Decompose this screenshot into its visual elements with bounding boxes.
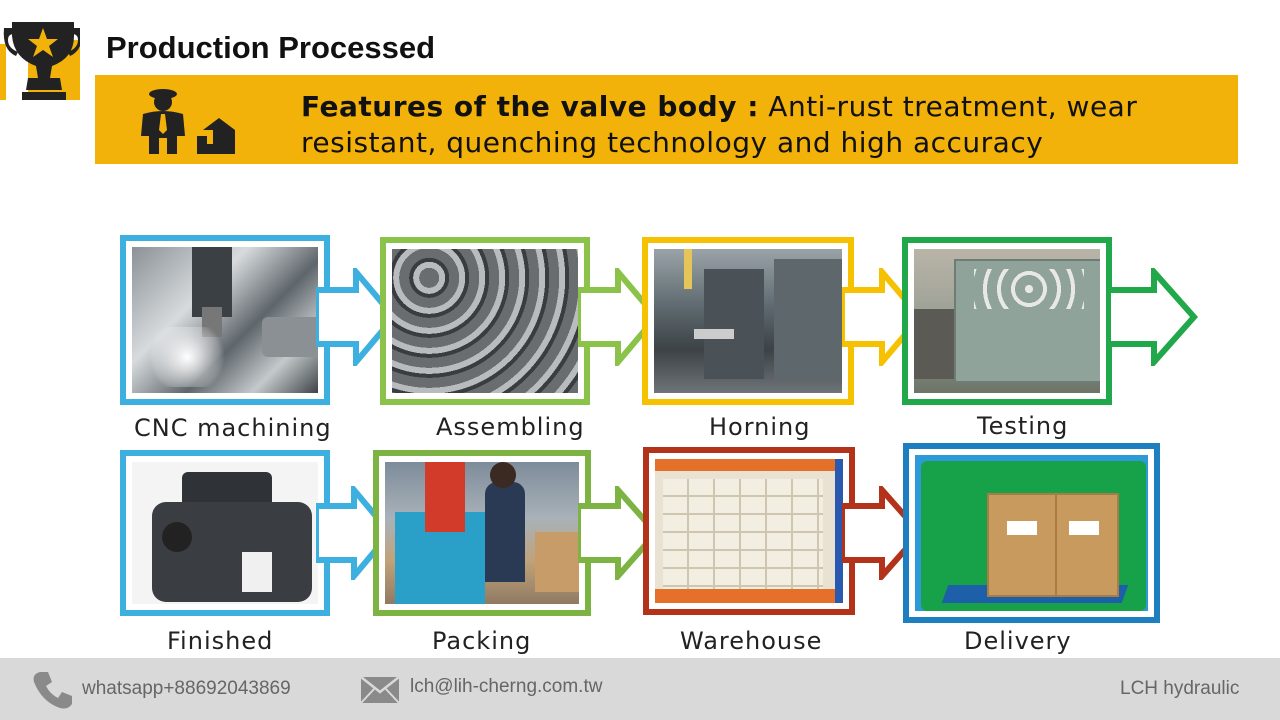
step-label-cnc-machining: CNC machining xyxy=(134,414,332,442)
features-text: Features of the valve body : Anti-rust t… xyxy=(301,89,1201,161)
step-label-finished: Finished xyxy=(167,627,273,655)
features-heading: Features of the valve body : xyxy=(301,90,759,123)
packing-worker-photo xyxy=(385,462,579,604)
step-label-horning: Horning xyxy=(709,413,811,441)
cnc-machining-photo xyxy=(132,247,318,393)
envelope-icon xyxy=(360,676,400,704)
arrow-right-icon xyxy=(1108,268,1198,366)
step-packing-frame xyxy=(373,450,591,616)
step-horning-frame xyxy=(642,237,854,405)
step-label-warehouse: Warehouse xyxy=(680,627,822,655)
whatsapp-contact[interactable]: whatsapp+88692043869 xyxy=(82,678,291,700)
trophy-icon xyxy=(0,18,80,102)
step-testing-frame xyxy=(902,237,1112,405)
step-label-delivery: Delivery xyxy=(964,627,1072,655)
step-warehouse-frame xyxy=(643,447,855,615)
step-label-testing: Testing xyxy=(977,412,1068,440)
businessman-growth-icon xyxy=(135,88,245,158)
step-cnc-machining-frame xyxy=(120,235,330,405)
step-label-assembling: Assembling xyxy=(436,413,585,441)
step-label-packing: Packing xyxy=(432,627,531,655)
step-finished-frame xyxy=(120,450,330,616)
delivery-cart-photo xyxy=(915,455,1148,611)
page-title: Production Processed xyxy=(106,30,435,66)
phone-icon xyxy=(32,668,74,710)
brand-name: LCH hydraulic xyxy=(1120,678,1239,700)
email-contact[interactable]: lch@lih-cherng.com.tw xyxy=(410,676,602,698)
test-bench-photo xyxy=(914,249,1100,393)
footer: whatsapp+88692043869 lch@lih-cherng.com.… xyxy=(0,658,1280,720)
step-assembling-frame xyxy=(380,237,590,405)
warehouse-boxes-photo xyxy=(655,459,843,603)
step-delivery-frame xyxy=(903,443,1160,623)
finished-pump-photo xyxy=(132,462,318,604)
valve-parts-photo xyxy=(392,249,578,393)
horning-machine-photo xyxy=(654,249,842,393)
